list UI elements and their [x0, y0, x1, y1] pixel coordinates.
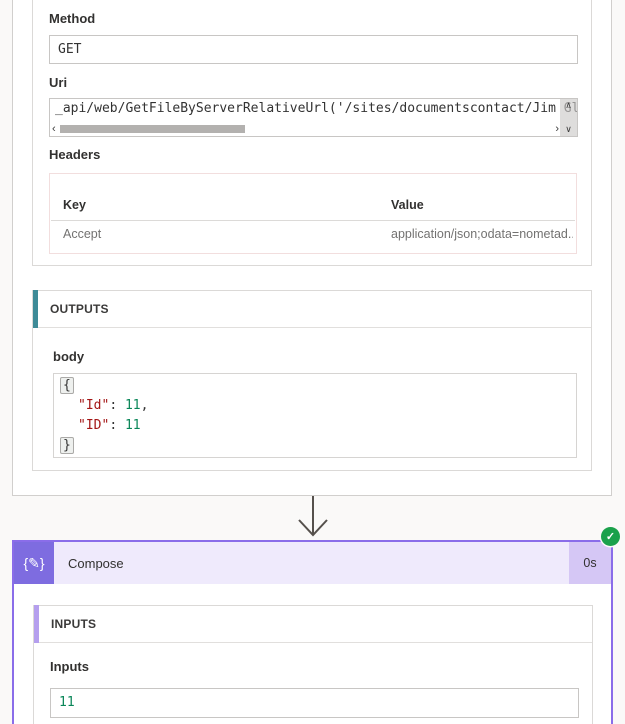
inputs-value-field[interactable]: 11 — [50, 688, 579, 718]
header-key-cell: Accept — [63, 227, 102, 241]
body-label: body — [53, 349, 85, 364]
headers-value-column-header: Value — [391, 198, 424, 212]
outputs-title: OUTPUTS — [50, 302, 109, 316]
inputs-section: INPUTS Inputs 11 — [33, 605, 593, 724]
json-key: "ID" — [78, 418, 110, 433]
json-value: 11 — [124, 398, 141, 413]
outputs-section: OUTPUTS body { "Id": 11, "ID": 11 } — [32, 290, 592, 471]
scroll-up-icon[interactable]: ∧ — [565, 100, 572, 110]
outputs-accent-bar — [33, 290, 38, 328]
compose-duration-badge: 0s — [569, 542, 611, 584]
uri-value-field[interactable]: _api/web/GetFileByServerRelativeUrl('/si… — [49, 98, 578, 137]
success-check-icon: ✓ — [601, 527, 620, 546]
table-header-divider — [51, 220, 575, 221]
json-line: "ID": 11 — [60, 416, 576, 436]
json-value: 11 — [124, 418, 141, 433]
outputs-body-json[interactable]: { "Id": 11, "ID": 11 } — [53, 373, 577, 458]
uri-label: Uri — [49, 75, 68, 90]
header-value-cell: application/json;odata=nometad... — [391, 227, 573, 241]
json-separator: : — [109, 418, 125, 433]
compose-icon: {✎} — [14, 542, 54, 584]
uri-value-text: _api/web/GetFileByServerRelativeUrl('/si… — [55, 101, 578, 116]
compose-header[interactable]: {✎} Compose 0s — [14, 542, 611, 584]
json-line: "Id": 11, — [60, 396, 576, 416]
headers-key-column-header: Key — [63, 198, 86, 212]
inputs-title: INPUTS — [51, 617, 97, 631]
headers-label: Headers — [49, 147, 101, 162]
scroll-left-icon[interactable]: ‹ — [52, 122, 56, 135]
outputs-header-strip: OUTPUTS — [33, 290, 591, 328]
compose-action-card: {✎} Compose 0s INPUTS Inputs 11 — [12, 540, 613, 724]
scroll-right-icon[interactable]: › — [555, 122, 559, 135]
close-brace: } — [60, 437, 74, 454]
inputs-header-strip: INPUTS — [34, 605, 592, 643]
headers-table: Key Value Accept application/json;odata=… — [49, 173, 577, 254]
inputs-label: Inputs — [50, 659, 89, 674]
json-separator: : — [109, 398, 125, 413]
json-comma: , — [140, 398, 149, 413]
scroll-down-icon[interactable]: ∨ — [565, 124, 572, 134]
uri-horizontal-scrollbar[interactable]: ‹ › — [52, 122, 559, 135]
scrollbar-thumb[interactable] — [59, 124, 245, 133]
connector-arrow — [298, 496, 328, 537]
open-brace: { — [60, 377, 74, 394]
json-key: "Id" — [78, 398, 110, 413]
method-value-field[interactable]: GET — [49, 35, 578, 64]
http-action-card: Method GET Uri _api/web/GetFileByServerR… — [12, 0, 612, 496]
http-parameters-section: Method GET Uri _api/web/GetFileByServerR… — [32, 0, 592, 266]
json-line: } — [60, 436, 576, 456]
compose-icon-glyph: {✎} — [23, 554, 45, 571]
compose-title: Compose — [54, 542, 569, 584]
inputs-accent-bar — [34, 605, 39, 643]
uri-vertical-scrollbar[interactable]: ∧ ∨ — [560, 99, 577, 136]
json-line: { — [60, 376, 576, 396]
method-label: Method — [49, 11, 96, 26]
